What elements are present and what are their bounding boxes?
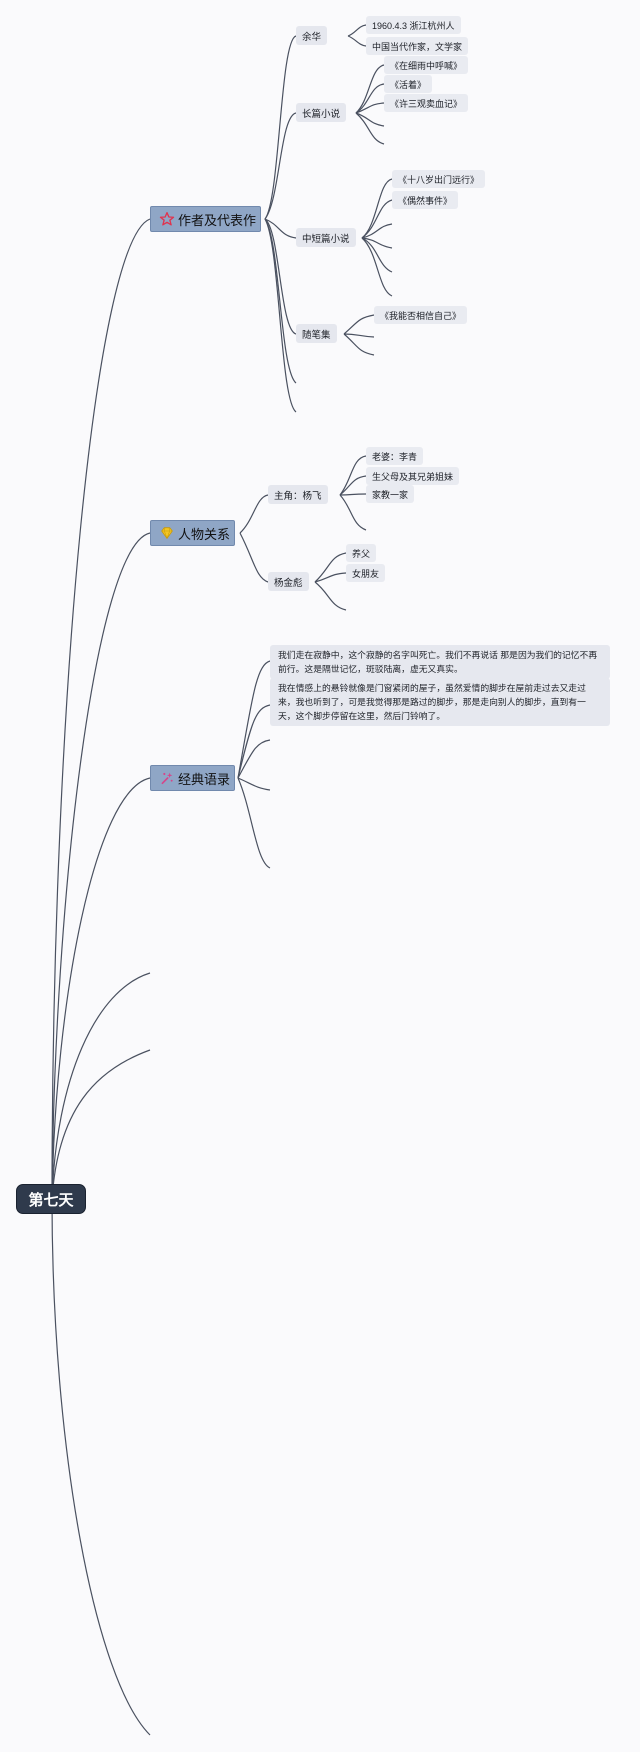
- link-quotes-4: [237, 777, 271, 791]
- quote-item[interactable]: 我在情感上的悬铃就像是门窗紧闭的屋子，虽然爱情的脚步在屋前走过去又走过来，我也听…: [270, 678, 610, 726]
- quote-item[interactable]: 我们走在寂静中，这个寂静的名字叫死亡。我们不再说话 那是因为我们的记忆不再前行。…: [270, 645, 610, 679]
- link-characters-yang: [239, 532, 269, 583]
- essay-item[interactable]: 《我能否相信自己》: [374, 306, 468, 324]
- yang-relation[interactable]: 女朋友: [346, 564, 386, 582]
- branch-works[interactable]: 作者及代表作: [150, 206, 262, 232]
- author-title[interactable]: 中国当代作家，文学家: [366, 37, 469, 55]
- novel-item[interactable]: 《许三观卖血记》: [384, 94, 469, 112]
- star-icon: [159, 211, 175, 227]
- link-root-empty-3: [51, 1198, 151, 1736]
- link-works-novellas: [264, 218, 297, 239]
- link-root-works: [51, 218, 151, 1200]
- link-root-quotes: [51, 777, 151, 1200]
- yang-relation[interactable]: 养父: [346, 544, 377, 562]
- link-works-author: [264, 35, 297, 220]
- protagonist-relation[interactable]: 生父母及其兄弟姐妹: [366, 467, 460, 485]
- link-quotes-2: [237, 704, 271, 779]
- protagonist-relation[interactable]: 老婆：李青: [366, 447, 424, 465]
- author-birth[interactable]: 1960.4.3 浙江杭州人: [366, 16, 461, 34]
- diamond-icon: [159, 525, 175, 541]
- topic-yang[interactable]: 杨金彪: [268, 572, 309, 591]
- link-works-essays: [264, 218, 297, 335]
- novel-item[interactable]: 《在细雨中呼喊》: [384, 56, 469, 74]
- protagonist-relation[interactable]: 家教一家: [366, 485, 415, 503]
- topic-novels[interactable]: 长篇小说: [296, 103, 347, 122]
- link-works-empty-1: [264, 218, 297, 384]
- branch-characters-label: 人物关系: [178, 526, 231, 542]
- link-root-empty-1: [51, 972, 151, 1200]
- branch-quotes-label: 经典语录: [178, 771, 231, 787]
- link-quotes-3: [237, 739, 271, 779]
- novella-item[interactable]: 《偶然事件》: [392, 191, 459, 209]
- topic-essays[interactable]: 随笔集: [296, 324, 337, 343]
- link-quotes-5: [237, 777, 271, 869]
- topic-novellas[interactable]: 中短篇小说: [296, 228, 356, 247]
- sparkle-icon: [159, 770, 175, 786]
- novel-item[interactable]: 《活着》: [384, 75, 433, 93]
- root-node[interactable]: 第七天: [16, 1184, 86, 1214]
- link-root-empty-2: [51, 1049, 151, 1200]
- link-quotes-1: [237, 660, 271, 779]
- topic-author[interactable]: 余华: [296, 26, 328, 45]
- topic-protagonist[interactable]: 主角：杨飞: [268, 485, 328, 504]
- branch-works-label: 作者及代表作: [178, 212, 257, 228]
- link-characters-protagonist: [239, 494, 269, 534]
- novella-item[interactable]: 《十八岁出门远行》: [392, 170, 486, 188]
- branch-quotes[interactable]: 经典语录: [150, 765, 236, 791]
- branch-characters[interactable]: 人物关系: [150, 520, 236, 546]
- link-works-empty-2: [264, 218, 297, 413]
- link-works-novels: [264, 112, 297, 220]
- link-root-characters: [51, 532, 151, 1200]
